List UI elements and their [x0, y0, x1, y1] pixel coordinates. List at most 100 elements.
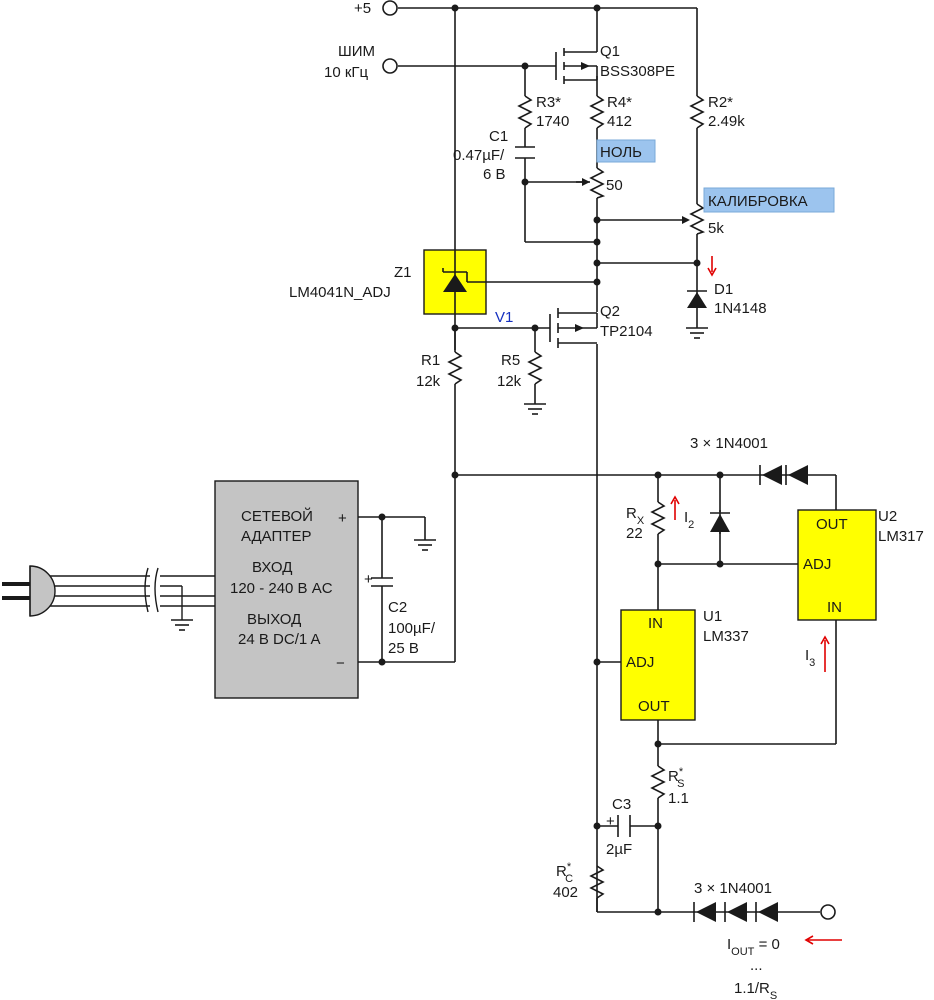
adapter-line6: 24 В DC/1 A	[238, 631, 321, 648]
zero-tag-label: НОЛЬ	[600, 144, 642, 161]
resistor-rs-icon	[650, 765, 666, 799]
rs-value: 1.1	[668, 790, 689, 807]
adapter-line5: ВЫХОД	[247, 611, 301, 628]
c2-voltage: 25 В	[388, 640, 419, 657]
calibration-pot-value: 5k	[708, 220, 724, 237]
r2-ref: R2*	[708, 94, 733, 111]
resistor-r5-icon	[527, 351, 543, 385]
zero-tag-box	[596, 139, 656, 163]
plus5-label: +5	[354, 0, 371, 17]
q1-part: BSS308PE	[600, 63, 675, 80]
r5-ref: R5	[501, 352, 520, 369]
adapter-line1: СЕТЕВОЙ	[241, 507, 313, 525]
current-arrow-iout-icon	[804, 935, 842, 945]
resistor-r1-icon	[447, 328, 463, 385]
r4-ref: R4*	[607, 94, 632, 111]
u1-pin-out: OUT	[638, 698, 670, 715]
pwm-terminal	[382, 58, 398, 74]
u1-pin-in: IN	[648, 615, 663, 632]
r1-value: 12k	[416, 373, 441, 390]
u2-part: LM317	[878, 528, 924, 545]
i3-label: I3	[805, 647, 815, 669]
diodes-top-label: 3 × 1N4001	[690, 435, 768, 452]
c1-voltage: 6 В	[483, 166, 506, 183]
d1-part: 1N4148	[714, 300, 767, 317]
q2-part: TP2104	[600, 323, 653, 340]
wires	[48, 7, 837, 913]
r1-ref: R1	[421, 352, 440, 369]
diodes-bottom-label: 3 × 1N4001	[694, 880, 772, 897]
ground-adapter-icon	[414, 539, 436, 551]
c2-value: 100µF/	[388, 620, 436, 637]
output-terminal	[820, 904, 836, 920]
calibration-tag-box	[703, 187, 835, 213]
c3-ref: C3	[612, 796, 631, 813]
c1-ref: C1	[489, 128, 508, 145]
mains-plug-icon	[2, 565, 56, 617]
resistor-r3-icon	[517, 95, 533, 129]
u1-pin-adj: ADJ	[626, 654, 654, 671]
z1-part: LM4041N_ADJ	[289, 284, 391, 301]
adapter-line3: ВХОД	[252, 559, 292, 576]
q2-ref: Q2	[600, 303, 620, 320]
resistor-rc-icon	[589, 865, 605, 899]
adapter-minus: −	[336, 655, 345, 672]
d1-ref: D1	[714, 281, 733, 298]
plus5-terminal	[382, 0, 398, 16]
adapter-line2: АДАПТЕР	[241, 528, 311, 545]
transistor-q2-icon	[549, 308, 598, 348]
adapter-line4: 120 - 240 В AC	[230, 580, 333, 597]
zener-z1-icon	[442, 250, 486, 314]
ground-r5-icon	[524, 403, 546, 415]
current-arrow-d1-icon	[707, 256, 717, 277]
iout-range: 1.1/RS	[734, 980, 777, 1000]
c3-plus: +	[606, 813, 615, 830]
rs-ref: R*S	[668, 766, 684, 790]
pot-calibration-icon	[682, 203, 706, 235]
i2-label: I2	[684, 509, 694, 531]
r3-value: 1740	[536, 113, 569, 130]
u1-ref: U1	[703, 608, 722, 625]
u2-ref: U2	[878, 508, 897, 525]
rc-value: 402	[553, 884, 578, 901]
ground-d1-icon	[686, 327, 708, 339]
z1-ref: Z1	[394, 264, 412, 281]
transistor-q1-icon	[555, 44, 598, 84]
power-adapter-block	[214, 480, 359, 699]
u2-lm317-block	[797, 509, 877, 621]
capacitor-c3-icon	[617, 815, 631, 837]
resistor-rx-icon	[650, 501, 666, 535]
iout-dots: ...	[750, 957, 763, 974]
u2-pin-in: IN	[827, 599, 842, 616]
pot-zero-icon	[576, 167, 606, 199]
ground-cable-icon	[171, 619, 193, 631]
iout-label: IOUT = 0	[727, 936, 780, 958]
u1-part: LM337	[703, 628, 749, 645]
cable-break-icon	[144, 567, 159, 613]
capacitor-c1-icon	[515, 146, 535, 159]
resistor-r2-icon	[689, 95, 705, 129]
r3-ref: R3*	[536, 94, 561, 111]
diode-d1-icon	[687, 290, 707, 312]
current-arrow-i3-icon	[820, 635, 830, 672]
diode-vertical-icon	[710, 510, 730, 534]
c2-ref: C2	[388, 599, 407, 616]
u2-pin-out: OUT	[816, 516, 848, 533]
resistor-r4-icon	[589, 95, 605, 129]
u2-pin-adj: ADJ	[803, 556, 831, 573]
rx-ref: RX	[626, 505, 645, 527]
rc-ref: R*C	[556, 861, 573, 885]
adapter-plus: +	[338, 510, 347, 527]
capacitor-c2-icon	[371, 577, 393, 587]
r2-value: 2.49k	[708, 113, 745, 130]
c2-plus: +	[364, 571, 373, 588]
r5-value: 12k	[497, 373, 522, 390]
diodes-bottom-icon	[693, 902, 785, 922]
junction-dots	[378, 4, 724, 916]
u1-lm337-block	[620, 609, 696, 721]
calibration-tag-label: КАЛИБРОВКА	[708, 193, 808, 210]
q1-ref: Q1	[600, 43, 620, 60]
current-arrow-i2-icon	[670, 495, 680, 520]
